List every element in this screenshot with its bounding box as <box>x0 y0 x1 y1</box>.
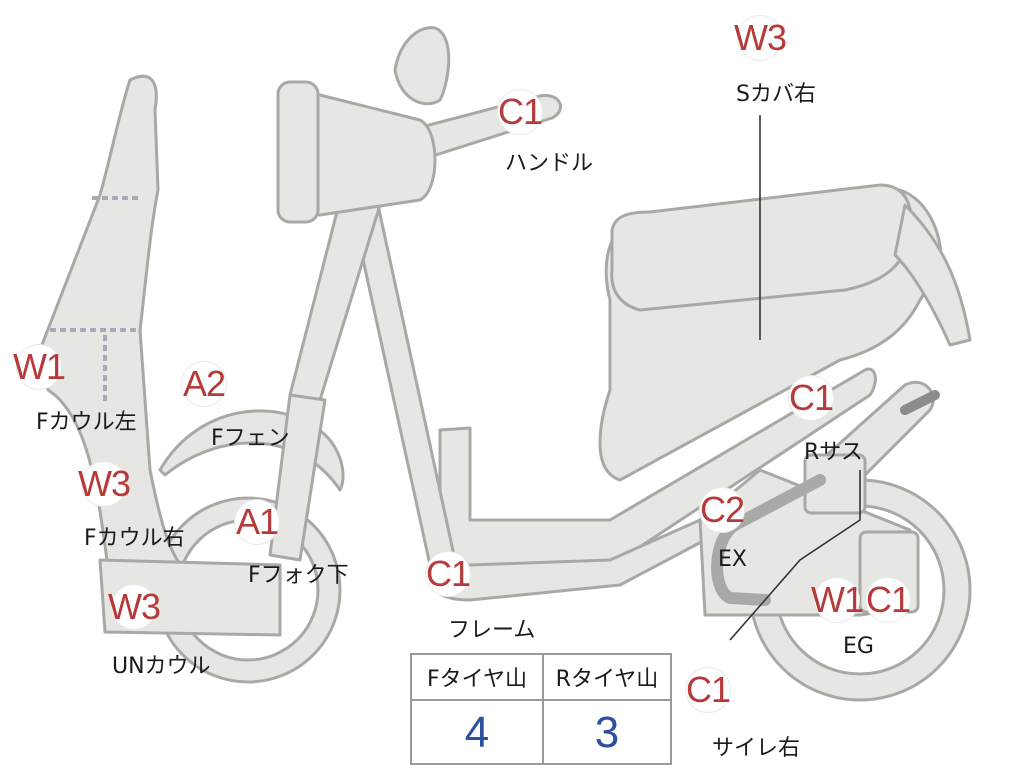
label-f-fender: Fフェン <box>211 426 290 451</box>
grade-marker-w3-under-cowl: W3 <box>108 585 161 629</box>
label-f-cowl-right: Fカウル右 <box>84 526 185 551</box>
mirror <box>393 26 451 106</box>
rear-tread-value: 3 <box>594 708 620 757</box>
front-tread-value: 4 <box>464 708 490 757</box>
label-f-fork-lower: Fフォク下 <box>248 563 349 588</box>
grade-marker-w1-engine: W1 <box>811 578 864 622</box>
grade-marker-c2-exhaust: C2 <box>699 488 745 532</box>
label-muffler-right: サイレ右 <box>712 736 801 761</box>
front-fork <box>268 393 327 562</box>
label-exhaust: EX <box>718 547 747 572</box>
front-tread-header: Fタイヤ山 <box>412 655 542 701</box>
muffler-tip <box>900 390 940 415</box>
grade-marker-w3-s-cover: W3 <box>734 16 787 60</box>
grade-marker-c1-handle: C1 <box>497 90 543 134</box>
steering-column <box>288 198 382 402</box>
label-frame: フレーム <box>448 618 536 643</box>
label-s-cover-right: Sカバ右 <box>736 82 816 107</box>
grade-marker-w1-f-cowl-left: W1 <box>13 345 66 389</box>
cowl-seam-mid <box>50 328 140 405</box>
grade-marker-a1-f-fork: A1 <box>235 500 279 544</box>
grade-marker-a2-f-fender: A2 <box>182 362 226 406</box>
headlight-lens <box>276 80 320 224</box>
label-handle: ハンドル <box>505 151 594 176</box>
grade-marker-c1-r-suspension: C1 <box>788 376 834 420</box>
grade-marker-c1-frame: C1 <box>425 552 471 596</box>
label-r-suspension: Rサス <box>804 440 863 465</box>
table-divider <box>542 655 544 763</box>
grade-marker-c1-muffler-right: C1 <box>685 668 731 712</box>
tail-piece <box>893 203 972 347</box>
label-f-cowl-left: Fカウル左 <box>36 410 137 435</box>
label-engine: EG <box>843 634 874 659</box>
label-under-cowl: UNカウル <box>112 654 211 679</box>
grade-marker-w3-f-cowl-right: W3 <box>78 462 131 506</box>
rear-tread-header: Rタイヤ山 <box>544 655 670 701</box>
tread-depth-table: Fタイヤ山 Rタイヤ山 4 3 <box>410 653 672 765</box>
leader-r-suspension <box>729 470 861 641</box>
grade-marker-c1-engine: C1 <box>865 578 911 622</box>
